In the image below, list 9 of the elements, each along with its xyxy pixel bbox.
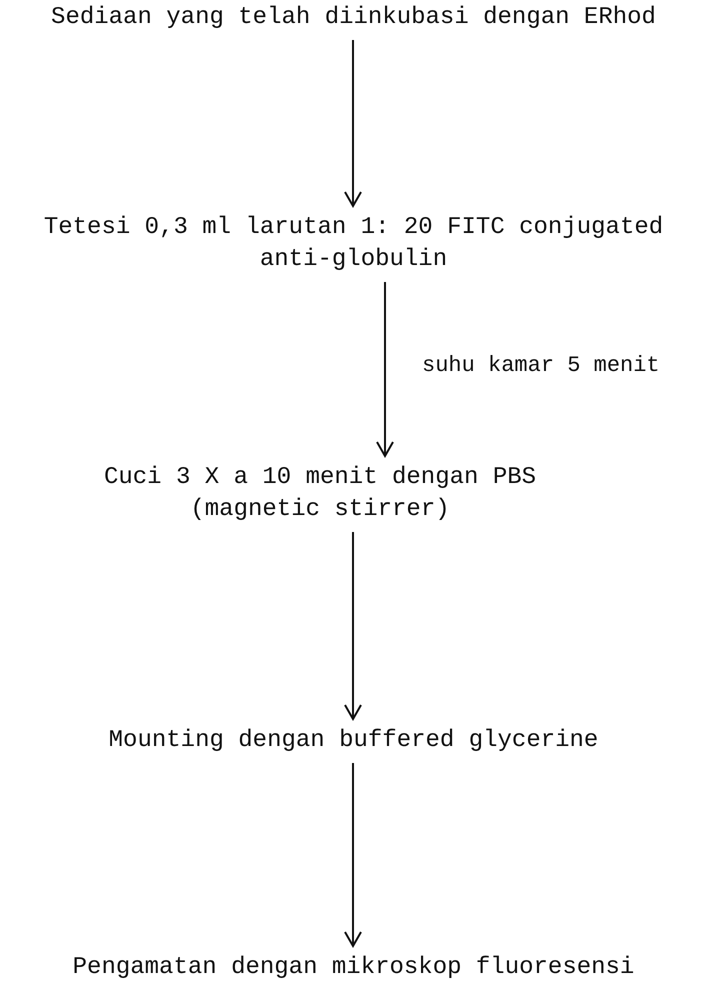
arrow (344, 532, 362, 720)
step-text: Sediaan yang telah diinkubasi dengan ERhod (0, 2, 707, 34)
step-text: Tetesi 0,3 ml larutan 1: 20 FITC conjugated anti-globulin (20, 212, 687, 276)
arrow (376, 282, 394, 457)
step-text: Mounting dengan buffered glycerine (0, 725, 707, 757)
step-text: Cuci 3 X a 10 menit dengan PBS (magnetic stirrer) (80, 462, 560, 526)
step-text: Pengamatan dengan mikroskop fluoresensi (0, 952, 707, 984)
arrow (344, 763, 362, 947)
arrow (344, 40, 362, 207)
